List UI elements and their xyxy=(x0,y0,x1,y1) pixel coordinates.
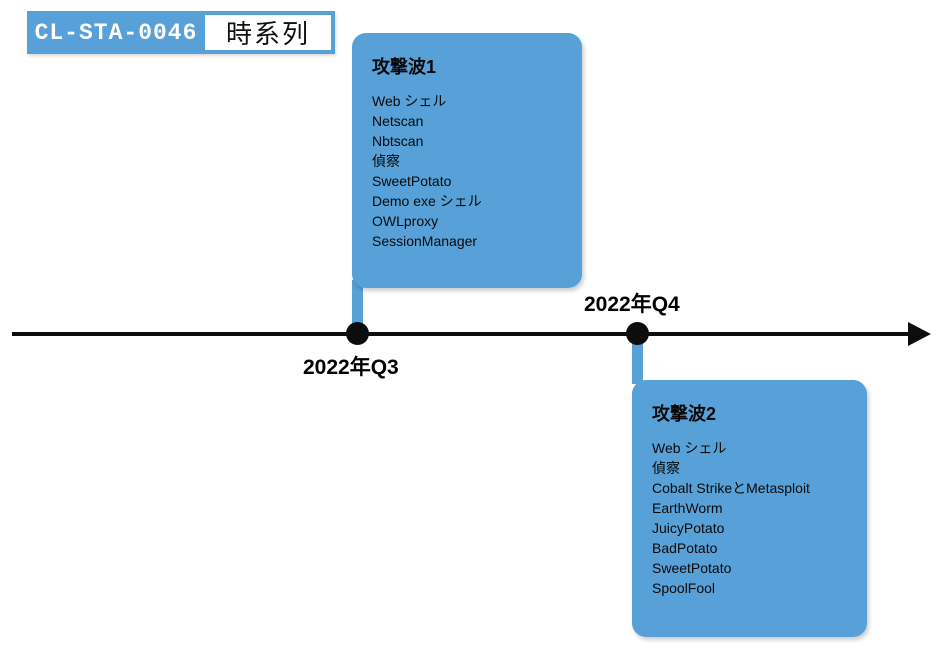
wave2-connector xyxy=(632,334,643,384)
wave1-connector xyxy=(352,280,363,334)
timeline-arrowhead-icon xyxy=(908,322,931,346)
wave2-card: 攻撃波2 Web シェル 偵察 Cobalt StrikeとMetasploit… xyxy=(632,380,867,637)
wave1-item: Netscan xyxy=(372,113,424,129)
timeline-marker-q4 xyxy=(626,322,649,345)
date-label-q4: 2022年Q4 xyxy=(584,293,680,316)
wave2-title: 攻撃波2 xyxy=(652,404,717,424)
wave1-item: SessionManager xyxy=(372,233,478,249)
wave1-item: OWLproxy xyxy=(372,213,439,229)
timeline-marker-q3 xyxy=(346,322,369,345)
wave1-title: 攻撃波1 xyxy=(372,57,437,77)
date-label-q3: 2022年Q3 xyxy=(303,356,399,379)
wave2-item: EarthWorm xyxy=(652,500,723,516)
wave2-item: SpoolFool xyxy=(652,580,716,596)
wave2-item: JuicyPotato xyxy=(652,520,725,536)
wave1-item: Web シェル xyxy=(372,93,447,109)
badge-title-label: 時系列 xyxy=(205,15,331,50)
wave1-card: 攻撃波1 Web シェル Netscan Nbtscan 偵察 SweetPot… xyxy=(352,33,582,288)
wave2-item: 偵察 xyxy=(652,460,680,476)
wave1-item: 偵察 xyxy=(372,153,400,169)
wave2-item: Cobalt StrikeとMetasploit xyxy=(652,480,810,496)
timeline-axis xyxy=(12,332,912,336)
cluster-id-label: CL-STA-0046 xyxy=(34,19,198,46)
wave2-item: Web シェル xyxy=(652,440,727,456)
wave2-item: SweetPotato xyxy=(652,560,732,576)
wave1-item: SweetPotato xyxy=(372,173,452,189)
wave1-item: Demo exe シェル xyxy=(372,193,482,209)
wave2-item: BadPotato xyxy=(652,540,718,556)
wave1-item: Nbtscan xyxy=(372,133,424,149)
header-badge: CL-STA-0046 時系列 xyxy=(27,11,335,54)
